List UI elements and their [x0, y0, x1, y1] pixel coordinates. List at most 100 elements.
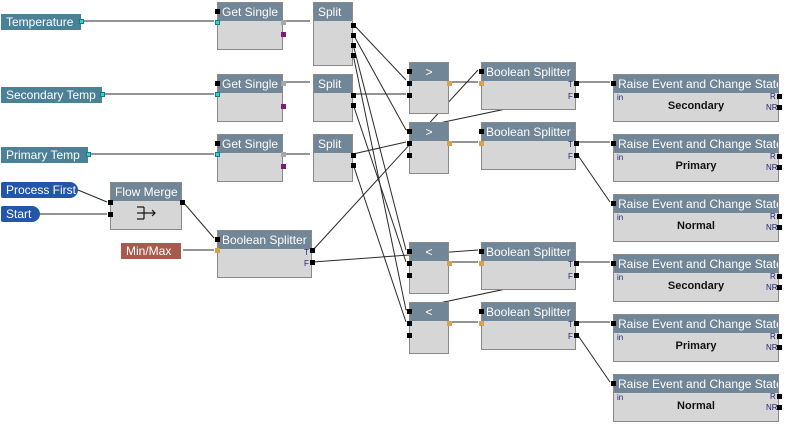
output-pin[interactable] [351, 33, 356, 38]
raise-event-node-1[interactable]: Raise Event and Change State in R NR Sec… [611, 74, 782, 122]
get-single-node-2[interactable]: Get Single [215, 74, 286, 122]
secondary-temp-output-pin[interactable] [100, 92, 105, 97]
r-output-pin[interactable] [777, 334, 782, 339]
nr-output-pin[interactable] [777, 405, 782, 410]
boolean-splitter-node-3[interactable]: Boolean Splitter T F [479, 242, 579, 290]
input-pin[interactable] [407, 273, 412, 278]
boolean-splitter-node-flow[interactable]: Boolean Splitter T F [215, 230, 315, 278]
output-pin[interactable] [447, 141, 452, 146]
input-pin[interactable] [479, 141, 484, 146]
input-pin[interactable] [407, 333, 412, 338]
true-output-pin[interactable] [574, 261, 579, 266]
input-pin[interactable] [611, 141, 616, 146]
input-pin[interactable] [611, 321, 616, 326]
output-pin[interactable] [447, 261, 452, 266]
output-pin[interactable] [180, 200, 185, 205]
nr-output-pin[interactable] [777, 225, 782, 230]
temperature-input-label[interactable]: Temperature [1, 14, 81, 30]
raise-event-node-4[interactable]: Raise Event and Change State in R NR Sec… [611, 254, 782, 302]
boolean-splitter-node-1[interactable]: Boolean Splitter T F [479, 62, 579, 110]
input-pin[interactable] [407, 309, 412, 314]
output-pin[interactable] [351, 153, 356, 158]
raise-event-node-5[interactable]: Raise Event and Change State in R NR Pri… [611, 314, 782, 362]
raise-event-node-2[interactable]: Raise Event and Change State in R NR Pri… [611, 134, 782, 182]
r-output-pin[interactable] [777, 94, 782, 99]
true-output-pin[interactable] [574, 81, 579, 86]
output-pin[interactable] [281, 20, 286, 25]
input-pin[interactable] [479, 309, 484, 314]
input-pin[interactable] [215, 152, 220, 157]
input-pin[interactable] [215, 81, 220, 86]
nr-output-pin[interactable] [777, 285, 782, 290]
r-output-pin[interactable] [777, 154, 782, 159]
input-pin[interactable] [215, 237, 220, 242]
nr-output-pin[interactable] [777, 105, 782, 110]
input-pin[interactable] [215, 141, 220, 146]
input-pin[interactable] [479, 81, 484, 86]
secondary-temp-input-label[interactable]: Secondary Temp [1, 87, 102, 103]
output-pin[interactable] [447, 321, 452, 326]
nr-output-pin[interactable] [777, 165, 782, 170]
r-output-pin[interactable] [777, 214, 782, 219]
false-output-pin[interactable] [574, 93, 579, 98]
input-pin[interactable] [479, 249, 484, 254]
input-pin[interactable] [215, 20, 220, 25]
input-pin[interactable] [611, 261, 616, 266]
nr-output-pin[interactable] [777, 345, 782, 350]
input-pin[interactable] [407, 81, 412, 86]
output-pin[interactable] [351, 53, 356, 58]
input-pin[interactable] [479, 69, 484, 74]
output-pin[interactable] [281, 164, 286, 169]
minmax-output-label[interactable]: Min/Max [121, 243, 181, 259]
false-output-pin[interactable] [310, 260, 315, 265]
output-pin[interactable] [281, 32, 286, 37]
output-pin[interactable] [351, 23, 356, 28]
raise-event-node-6[interactable]: Raise Event and Change State in R NR Nor… [611, 374, 782, 422]
input-pin[interactable] [215, 92, 220, 97]
split-node-3[interactable]: Split [313, 134, 356, 182]
input-pin[interactable] [479, 321, 484, 326]
input-pin[interactable] [407, 153, 412, 158]
input-pin[interactable] [479, 261, 484, 266]
input-pin[interactable] [611, 81, 616, 86]
input-pin[interactable] [215, 248, 220, 253]
output-pin[interactable] [351, 103, 356, 108]
false-output-pin[interactable] [574, 273, 579, 278]
boolean-splitter-node-2[interactable]: Boolean Splitter T F [479, 122, 579, 170]
output-pin[interactable] [281, 81, 286, 86]
true-output-pin[interactable] [310, 248, 315, 253]
greater-than-node-1[interactable]: > [407, 62, 452, 114]
flow-merge-node[interactable]: Flow Merge [108, 182, 185, 230]
input-pin[interactable] [611, 381, 616, 386]
input-pin[interactable] [407, 141, 412, 146]
true-output-pin[interactable] [574, 141, 579, 146]
start-event-label[interactable]: Start [1, 206, 40, 222]
less-than-node-2[interactable]: < [407, 302, 452, 354]
primary-temp-input-label[interactable]: Primary Temp [1, 147, 88, 163]
input-pin[interactable] [407, 249, 412, 254]
get-single-node-3[interactable]: Get Single [215, 134, 286, 182]
temperature-output-pin[interactable] [79, 19, 84, 24]
output-pin[interactable] [351, 43, 356, 48]
input-pin[interactable] [407, 129, 412, 134]
input-pin[interactable] [611, 201, 616, 206]
false-output-pin[interactable] [574, 153, 579, 158]
get-single-node-1[interactable]: Get Single [215, 2, 286, 50]
primary-temp-output-pin[interactable] [86, 152, 91, 157]
input-pin[interactable] [407, 93, 412, 98]
output-pin[interactable] [447, 81, 452, 86]
output-pin[interactable] [351, 163, 356, 168]
split-node-2[interactable]: Split [313, 74, 356, 122]
input-pin[interactable] [407, 321, 412, 326]
output-pin[interactable] [351, 93, 356, 98]
output-pin[interactable] [281, 152, 286, 157]
input-pin[interactable] [108, 212, 113, 217]
output-pin[interactable] [281, 104, 286, 109]
raise-event-node-3[interactable]: Raise Event and Change State in R NR Nor… [611, 194, 782, 242]
less-than-node-1[interactable]: < [407, 242, 452, 294]
split-node-1[interactable]: Split [313, 2, 356, 66]
r-output-pin[interactable] [777, 394, 782, 399]
false-output-pin[interactable] [574, 333, 579, 338]
r-output-pin[interactable] [777, 274, 782, 279]
true-output-pin[interactable] [574, 321, 579, 326]
